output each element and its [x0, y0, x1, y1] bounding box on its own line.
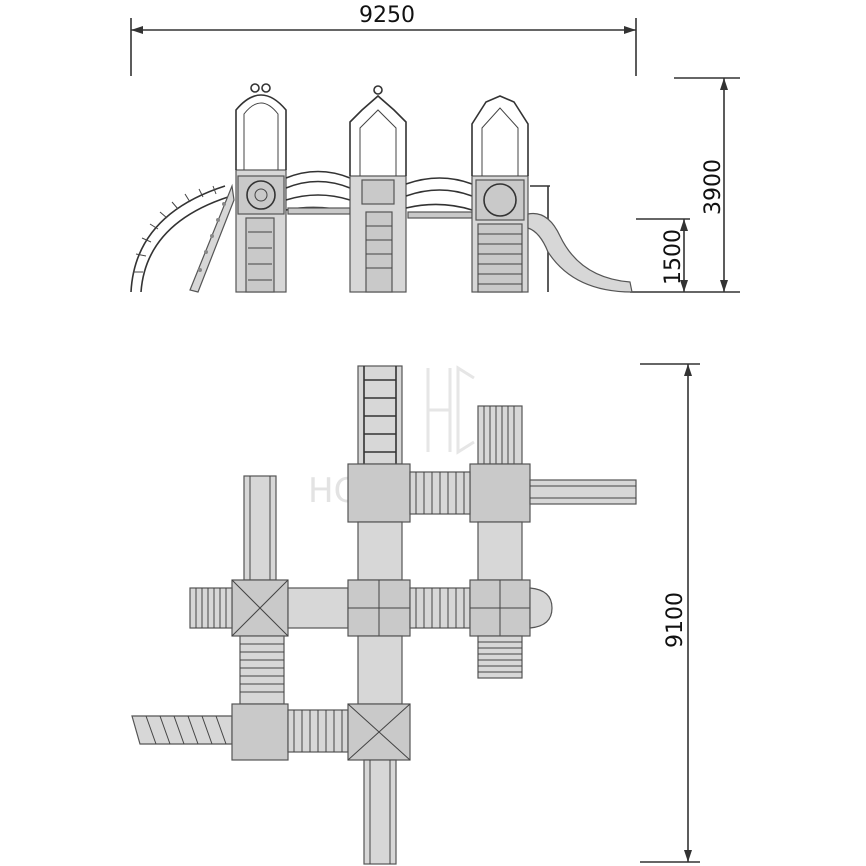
bridge-top [409, 471, 471, 515]
stairs-left-side [189, 587, 233, 629]
platform-top-right [469, 463, 531, 523]
tunnel-right-upper [477, 521, 523, 581]
tower-3 [471, 95, 529, 293]
width-dimension: 9250 [130, 3, 637, 76]
arched-climber [130, 185, 229, 293]
slide-left-plan [243, 475, 277, 581]
platform-mid-left [231, 579, 289, 637]
bridge-bottom [287, 709, 349, 753]
width-dimension-label: 9250 [359, 3, 415, 28]
bridge-mid [409, 587, 471, 629]
watermark-logo [426, 365, 475, 455]
depth-dimension-label: 9100 [663, 592, 688, 648]
tunnel-mid-upper [357, 521, 403, 581]
slide-plan [529, 479, 637, 505]
plan-view: 9100 [131, 363, 700, 865]
plan-stairs-top [477, 405, 523, 465]
platform-bottom-left [231, 703, 289, 761]
slide [527, 185, 633, 293]
platform-bottom-center [347, 703, 411, 761]
height-dimensions: 3900 1500 [630, 77, 740, 293]
climbing-wall [189, 183, 235, 293]
depth-dimension: 9100 [640, 363, 700, 863]
tower-2 [349, 85, 407, 293]
total-height-label: 3900 [701, 159, 726, 215]
climber-bottom-left [131, 715, 233, 745]
plan-ladder [357, 365, 403, 465]
stairs-mid-right [477, 635, 523, 679]
bridge-2 [405, 177, 473, 219]
slide-bottom-plan [363, 759, 397, 865]
tower-1 [235, 83, 287, 293]
bridge-1 [285, 170, 351, 215]
platform-top-mid [347, 463, 411, 523]
deck-mid-left [287, 587, 349, 629]
platform-mid-right [469, 579, 531, 637]
platform-mid-center [347, 579, 411, 637]
platform-height-label: 1500 [661, 229, 686, 285]
bubble-panel [529, 587, 553, 629]
elevation-view: 9250 3900 1500 [130, 3, 740, 293]
tunnel-mid-lower [357, 635, 403, 705]
stairs-left-lower [239, 635, 285, 705]
